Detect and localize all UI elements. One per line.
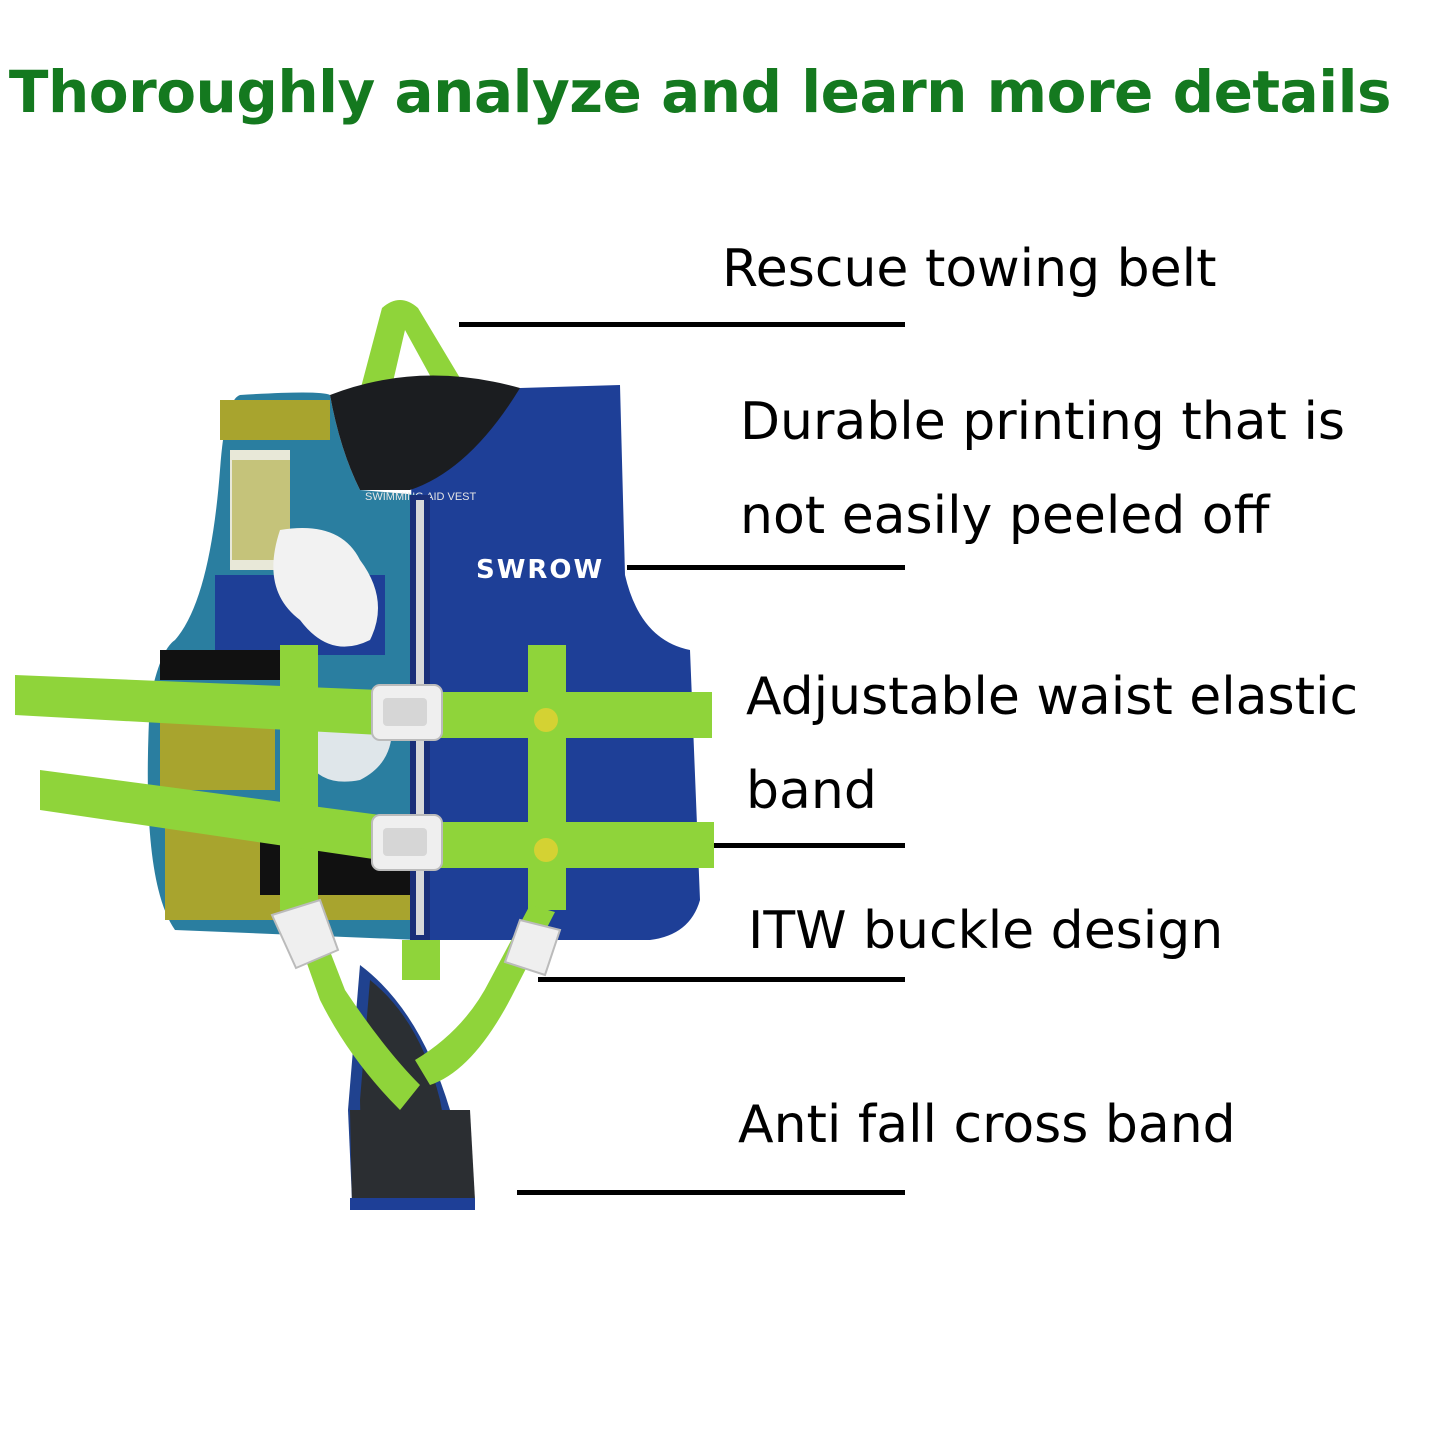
snap-button (534, 708, 558, 732)
feature-label-durable-printing: Durable printing that is (740, 392, 1346, 452)
feature-label-anti-fall-cross-band: Anti fall cross band (738, 1095, 1236, 1155)
leader-line-itw-buckle (538, 977, 905, 982)
vertical-strap-left (280, 645, 318, 910)
leader-line-durable-printing (627, 565, 905, 570)
feature-label-adjustable-waist: Adjustable waist elastic (746, 667, 1359, 727)
feature-label-durable-printing-line2: not easily peeled off (740, 486, 1270, 546)
page-headline: Thoroughly analyze and learn more detail… (8, 58, 1392, 126)
vertical-strap-right (528, 645, 566, 910)
waist-strap-upper (15, 675, 380, 735)
buckle-upper (371, 684, 443, 741)
snap-button (534, 838, 558, 862)
feature-label-rescue-towing-belt: Rescue towing belt (722, 239, 1217, 299)
feature-label-itw-buckle: ITW buckle design (748, 901, 1224, 961)
buckle-leg-right (503, 918, 562, 977)
leader-line-rescue-towing-belt (459, 322, 905, 327)
buckle-leg-left (270, 898, 340, 970)
feature-label-adjustable-waist-line2: band (746, 761, 877, 821)
leader-line-anti-fall-cross-band (517, 1190, 905, 1195)
buckle-lower (371, 814, 443, 871)
vest-brand-logo: SWROW (476, 555, 604, 585)
leader-line-adjustable-waist (714, 843, 905, 848)
waist-strap-lower (40, 770, 380, 860)
